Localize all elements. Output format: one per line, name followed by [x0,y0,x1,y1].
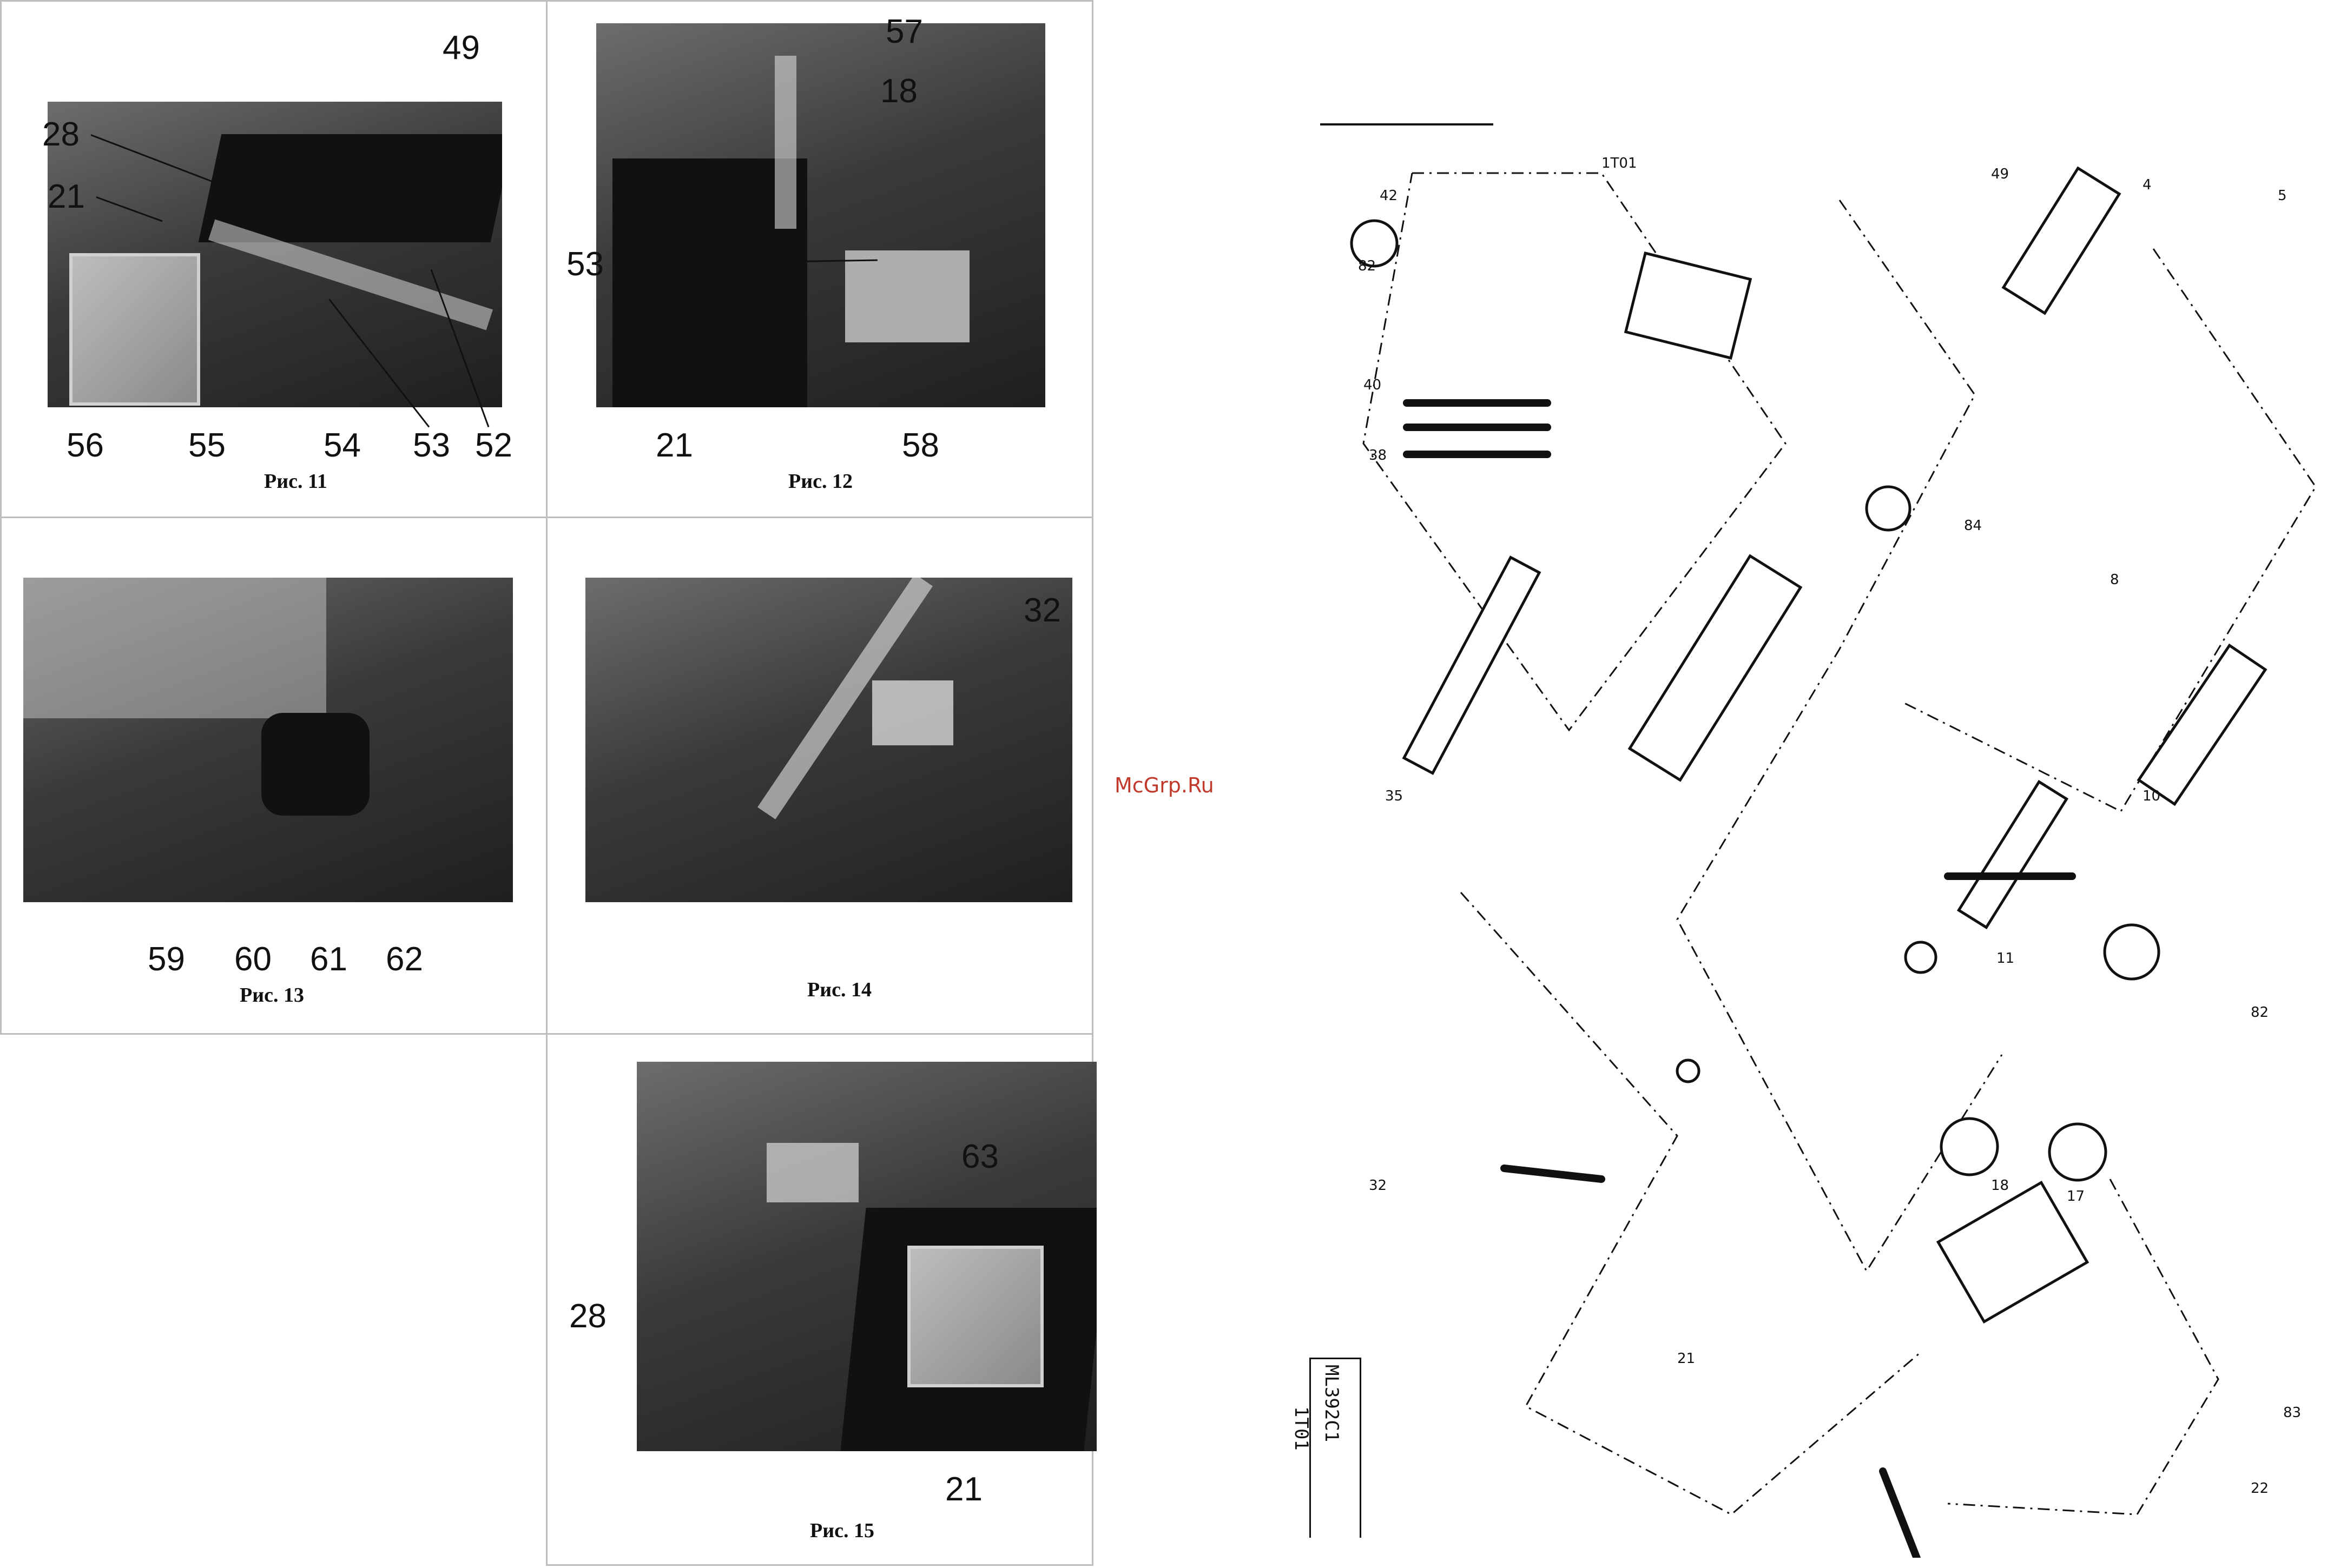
callout-60: 60 [234,943,272,976]
figure-12-guard [845,250,970,342]
svg-text:42: 42 [1380,188,1398,204]
callout-61: 61 [310,943,347,976]
callout-54: 54 [324,429,361,462]
svg-text:82: 82 [1358,258,1376,274]
figure-13-bed [23,578,326,718]
figure-13-caption: Рис. 13 [240,983,304,1007]
svg-text:49: 49 [1991,166,2009,182]
callout-57: 57 [886,15,923,49]
figure-12-column [775,56,796,229]
svg-text:17: 17 [2067,1188,2085,1205]
svg-text:83: 83 [2283,1405,2301,1421]
exploded-view-drawing: 42 82 1T01 49 4 5 40 38 84 8 10 35 11 82… [1298,108,2337,1558]
svg-text:38: 38 [1369,447,1387,464]
svg-text:35: 35 [1385,788,1403,804]
svg-text:8: 8 [2110,572,2119,588]
figure-15-guard [767,1143,859,1202]
callout-59: 59 [148,943,185,976]
callout-49: 49 [443,31,480,65]
figure-11-plate [69,253,200,406]
callout-62: 62 [386,943,423,976]
exploded-parts-diagram: 42 82 1T01 49 4 5 40 38 84 8 10 35 11 82… [1298,108,2337,1558]
svg-text:1T01: 1T01 [1601,155,1637,171]
figure-15-panel: 63 28 21 Рис. 15 [546,1033,1093,1566]
figure-14-photo [585,578,1072,902]
callout-21: 21 [48,180,85,214]
svg-text:21: 21 [1677,1351,1695,1367]
model-stamp: ML392C1 [1309,1358,1361,1538]
figure-14-caption: Рис. 14 [807,978,872,1002]
figure-15-caption: Рис. 15 [810,1519,874,1543]
callout-21: 21 [945,1473,983,1506]
callout-52: 52 [475,429,512,462]
svg-text:32: 32 [1369,1177,1387,1194]
callout-63: 63 [961,1140,999,1174]
callout-21: 21 [656,429,693,462]
callout-53: 53 [413,429,450,462]
figure-11-panel: 49 28 21 56 55 54 53 52 Рис. 11 [0,0,548,518]
svg-text:84: 84 [1964,518,1982,534]
figure-14-panel: 32 Рис. 14 [546,517,1093,1035]
callout-18: 18 [880,75,918,108]
svg-text:4: 4 [2143,177,2152,193]
figure-13-gearbox [261,713,370,816]
svg-text:10: 10 [2143,788,2160,804]
figure-13-panel: 59 60 61 62 Рис. 13 [0,517,548,1035]
svg-text:18: 18 [1991,1177,2009,1194]
callout-55: 55 [188,429,226,462]
stamp-model: ML392C1 [1321,1365,1342,1442]
figure-15-photo [637,1062,1097,1451]
svg-text:40: 40 [1363,377,1381,393]
figure-11-body [199,134,502,242]
stamp-code: 1T01 [1290,1406,1312,1451]
svg-text:5: 5 [2278,188,2287,204]
figure-15-plate [907,1246,1044,1387]
callout-56: 56 [67,429,104,462]
figure-14-motor [872,680,953,745]
figure-13-photo [23,578,513,902]
callout-58: 58 [902,429,939,462]
figure-11-photo [48,102,502,407]
figure-11-caption: Рис. 11 [264,469,327,493]
figure-12-photo [596,23,1045,407]
callout-32: 32 [1024,594,1061,627]
figure-12-panel: 57 18 53 21 58 Рис. 12 [546,0,1093,518]
svg-text:82: 82 [2251,1004,2269,1021]
svg-text:22: 22 [2251,1480,2269,1497]
watermark: McGrp.Ru [1115,773,1214,797]
callout-53: 53 [566,248,604,281]
figure-12-caption: Рис. 12 [788,469,853,493]
svg-text:11: 11 [1996,950,2014,967]
callout-28: 28 [569,1300,607,1333]
callout-28: 28 [42,118,80,151]
